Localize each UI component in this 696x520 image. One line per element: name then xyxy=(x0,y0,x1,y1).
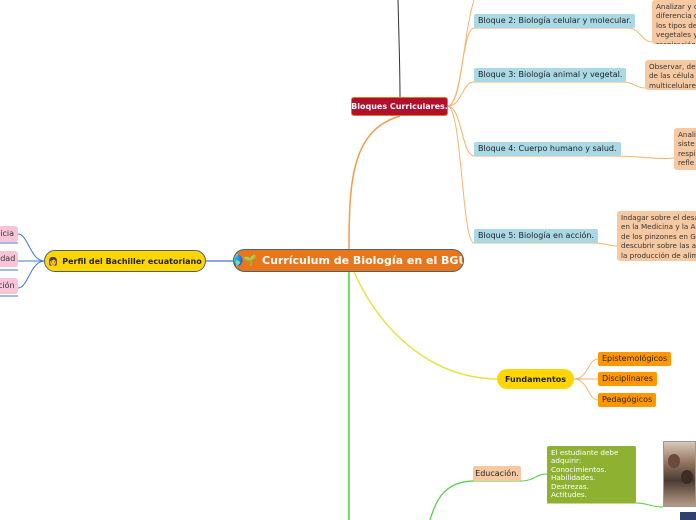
fundamento-label: Epistemológicos xyxy=(602,354,667,363)
block-5-node[interactable]: Bloque 5: Biología en acción. xyxy=(474,229,598,243)
block-label: Bloque 4: Cuerpo humano y salud. xyxy=(478,144,617,153)
description-text: Indagar sobre el desa en la Medicina y l… xyxy=(621,213,696,260)
photo-figure xyxy=(681,470,693,484)
leaf-label: idad xyxy=(0,254,15,263)
globe-icon: 🌎 xyxy=(233,254,243,267)
attachment-icon xyxy=(680,512,696,520)
fundamento-label: Pedagógicos xyxy=(602,395,652,404)
students-photo xyxy=(663,441,696,507)
educacion-label: Educación. xyxy=(475,469,519,478)
description-block-4[interactable]: Anali siste respi refle xyxy=(674,128,696,170)
description-text: Observar, des de las célula multicelular… xyxy=(649,62,696,90)
description-block-1[interactable]: Analizar y c diferencia c los tipos de v… xyxy=(652,0,696,44)
block-label: Bloque 3: Biología animal y vegetal. xyxy=(478,70,622,79)
central-topic-node[interactable]: 🌎 🌱 Currículum de Biología en el BGU xyxy=(233,249,464,272)
fundamento-epistemologicos[interactable]: Epistemológicos xyxy=(598,352,671,366)
fundamentos-node[interactable]: Fundamentos xyxy=(497,369,574,389)
person-icon: 👩 xyxy=(48,257,58,266)
perfil-bachiller-node[interactable]: 👩 Perfil del Bachiller ecuatoriano xyxy=(44,250,206,272)
block-label: Bloque 5: Biología en acción. xyxy=(478,231,594,240)
block-3-node[interactable]: Bloque 3: Biología animal y vegetal. xyxy=(474,68,626,82)
educacion-detail-text: El estudiante debe adquirir: Conocimient… xyxy=(551,448,621,499)
perfil-label: Perfil del Bachiller ecuatoriano xyxy=(62,257,202,266)
leaf-label: icia xyxy=(0,229,14,238)
perfil-leaf-2[interactable]: idad xyxy=(0,251,18,267)
perfil-leaf-3[interactable]: ción xyxy=(0,278,18,294)
central-title: Currículum de Biología en el BGU xyxy=(262,254,464,267)
perfil-leaf-1[interactable]: icia xyxy=(0,226,18,242)
fundamentos-label: Fundamentos xyxy=(505,375,566,384)
fundamento-label: Disciplinares xyxy=(602,374,653,383)
bloques-label: Bloques Curriculares. xyxy=(351,102,448,111)
educacion-node[interactable]: Educación. xyxy=(473,466,521,481)
fundamento-pedagogicos[interactable]: Pedagógicos xyxy=(598,393,656,407)
fundamento-disciplinares[interactable]: Disciplinares xyxy=(598,372,657,386)
block-label: Bloque 2: Biología celular y molecular. xyxy=(478,16,631,25)
bloques-curriculares-node[interactable]: Bloques Curriculares. xyxy=(351,97,448,116)
block-4-node[interactable]: Bloque 4: Cuerpo humano y salud. xyxy=(474,142,621,156)
leaf-label: ción xyxy=(0,281,15,290)
photo-figure xyxy=(668,454,680,468)
description-text: Analizar y c diferencia c los tipos de v… xyxy=(656,2,696,44)
description-text: Anali siste respi refle xyxy=(678,130,696,167)
educacion-detail-node[interactable]: El estudiante debe adquirir: Conocimient… xyxy=(547,446,636,503)
block-2-node[interactable]: Bloque 2: Biología celular y molecular. xyxy=(474,14,635,28)
description-block-5[interactable]: Indagar sobre el desa en la Medicina y l… xyxy=(617,211,696,261)
description-block-3[interactable]: Observar, des de las célula multicelular… xyxy=(645,60,696,90)
plant-icon: 🌱 xyxy=(243,254,257,267)
